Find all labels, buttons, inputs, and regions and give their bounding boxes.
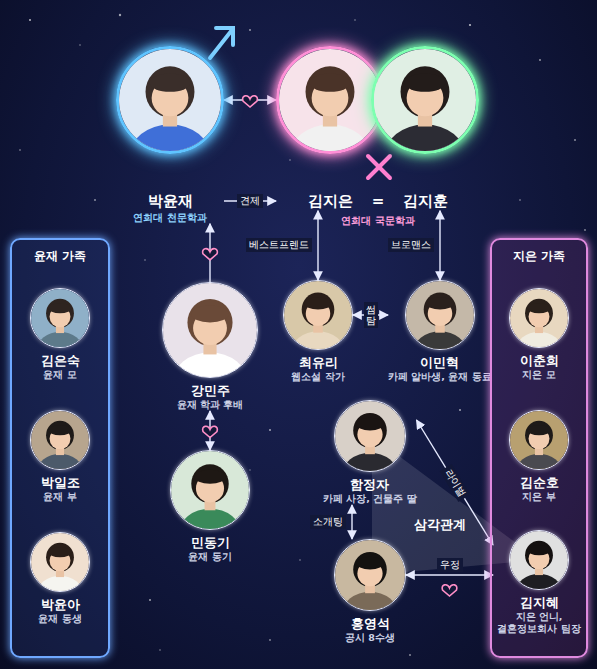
character-role: 공시 8수생 [334,632,406,644]
character-node: 김지은 [276,46,384,211]
relation-connector [406,574,493,575]
character-role: 윤재 학과 후배 [162,399,258,411]
group-title: 윤재 가족 [12,240,108,264]
relation-label: 라이벌 [439,463,470,501]
character-name: 박일조 [30,475,90,491]
group-title: 지은 가족 [492,240,586,264]
portrait-figure [335,540,405,610]
portrait-figure [119,49,221,151]
portrait-circle [30,532,90,592]
relation-label: 우정 [437,558,463,572]
relation-connector [317,211,318,280]
character-node: 강민주윤재 학과 후배 [162,282,258,411]
character-role: 카페 사장, 건물주 딸 [323,493,417,505]
portrait-figure [510,531,568,589]
character-node: 김지훈 [371,46,479,211]
portrait-figure [335,401,405,471]
character-node: 박일조윤재 부 [30,410,90,503]
character-role: 지은 언니, 결혼정보회사 팀장 [493,611,585,636]
portrait-figure [510,411,568,469]
heart-symbol [203,249,218,260]
character-name: 김은숙 [30,353,90,369]
character-name: 이민혁 [388,355,492,371]
portrait-figure [31,411,89,469]
portrait-figure [406,281,474,349]
cross-symbol [368,156,390,178]
character-node: 김은숙윤재 모 [30,288,90,381]
portrait-circle [509,288,569,348]
character-node: 홍영석공시 8수생 [334,539,406,644]
character-node: 김지혜지은 언니, 결혼정보회사 팀장 [493,530,585,635]
character-role: 윤재 동기 [170,551,250,563]
family-group: 윤재 가족김은숙윤재 모박일조윤재 부박윤아윤재 동생 [10,238,110,658]
portrait-figure [31,289,89,347]
portrait-figure [284,281,352,349]
heart-symbol [442,585,457,596]
male-symbol [210,28,233,58]
portrait-circle [30,288,90,348]
relation-label: 베스트프렌드 [246,238,312,252]
character-role: 카페 알바생, 윤재 동료 [388,371,492,383]
character-name: 홍영석 [334,616,406,632]
portrait-circle [334,539,406,611]
character-node: 민동기윤재 동기 [170,450,250,563]
portrait-circle [30,410,90,470]
portrait-circle [276,46,384,154]
character-node: 박윤재연희대 천문학과 [116,46,224,224]
character-name: 김지훈 [371,192,479,211]
relation-label: 브로맨스 [388,238,434,252]
character-name: 강민주 [162,383,258,399]
character-name: 함정자 [323,477,417,493]
character-name: 박윤아 [30,597,90,613]
character-name: 김지은 [276,192,384,211]
relation-label: 견제 [237,194,263,208]
portrait-figure [31,533,89,591]
character-node: 김순호지은 부 [509,410,569,503]
character-node: 최유리웹소설 작가 [283,280,353,383]
character-name: 박윤재 [116,192,224,211]
character-name: 민동기 [170,535,250,551]
portrait-circle [283,280,353,350]
character-role: 윤재 부 [30,491,90,503]
portrait-circle [116,46,224,154]
character-node: 함정자카페 사장, 건물주 딸 [323,400,417,505]
character-name: 최유리 [283,355,353,371]
portrait-circle [405,280,475,350]
portrait-figure [163,283,257,377]
relation-label: 썸탐 [364,302,378,328]
family-group: 지은 가족이춘희지은 모김순호지은 부김지혜지은 언니, 결혼정보회사 팀장 [490,238,588,658]
character-role: 윤재 동생 [30,613,90,625]
portrait-circle [509,410,569,470]
portrait-figure [279,49,381,151]
character-role: 연희대 천문학과 [116,211,224,224]
portrait-figure [171,451,249,529]
character-node: 이춘희지은 모 [509,288,569,381]
portrait-circle [162,282,258,378]
character-node: 박윤아윤재 동생 [30,532,90,625]
heart-symbol [203,426,218,437]
character-node: 이민혁카페 알바생, 윤재 동료 [388,280,492,383]
character-role: 지은 부 [509,491,569,503]
heart-symbol [243,96,258,107]
portrait-figure [374,49,476,151]
portrait-circle [509,530,569,590]
portrait-circle [371,46,479,154]
diagram-label: = [372,192,385,210]
character-role: 윤재 모 [30,369,90,381]
character-name: 김순호 [509,475,569,491]
character-name: 김지혜 [493,595,585,611]
diagram-label: 연희대 국문학과 [341,214,414,228]
portrait-circle [170,450,250,530]
character-role: 웹소설 작가 [283,371,353,383]
character-role: 지은 모 [509,369,569,381]
diagram-label: 삼각관계 [414,516,466,534]
relation-connector [351,505,352,539]
portrait-circle [334,400,406,472]
character-name: 이춘희 [509,353,569,369]
relation-label: 소개팅 [310,515,346,529]
relation-connector [439,211,440,280]
portrait-figure [510,289,568,347]
